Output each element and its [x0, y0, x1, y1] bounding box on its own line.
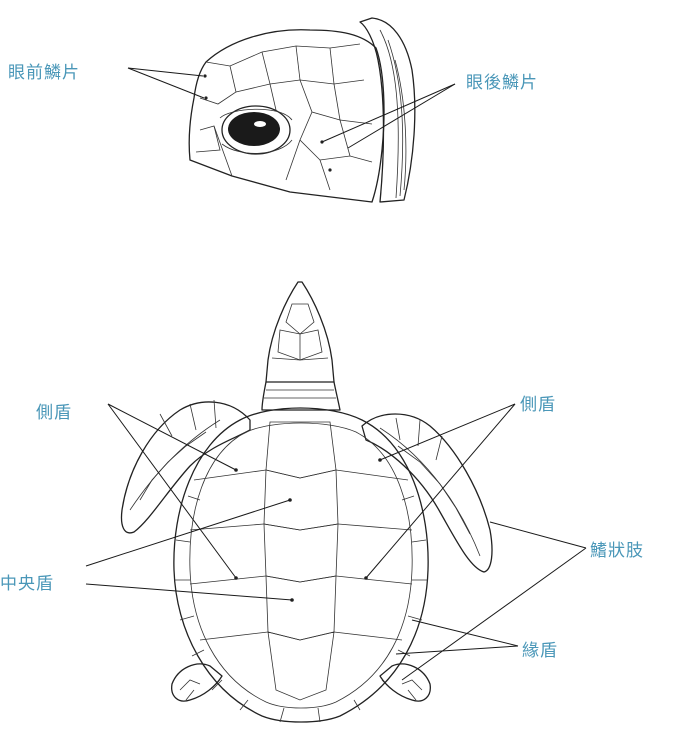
label-postocular-scales: 眼後鱗片 [466, 68, 538, 93]
turtle-body-illustration [122, 282, 493, 722]
label-lateral-scute-right: 側盾 [520, 390, 556, 415]
label-lateral-scute-left: 側盾 [36, 398, 72, 423]
body-pointer-lines [86, 404, 586, 680]
label-central-scute: 中央盾 [0, 569, 54, 594]
label-preocular-scales: 眼前鱗片 [8, 58, 80, 83]
label-flipper: 鰭狀肢 [590, 536, 644, 561]
turtle-head-illustration [189, 18, 415, 202]
label-marginal-scute: 緣盾 [522, 636, 558, 661]
